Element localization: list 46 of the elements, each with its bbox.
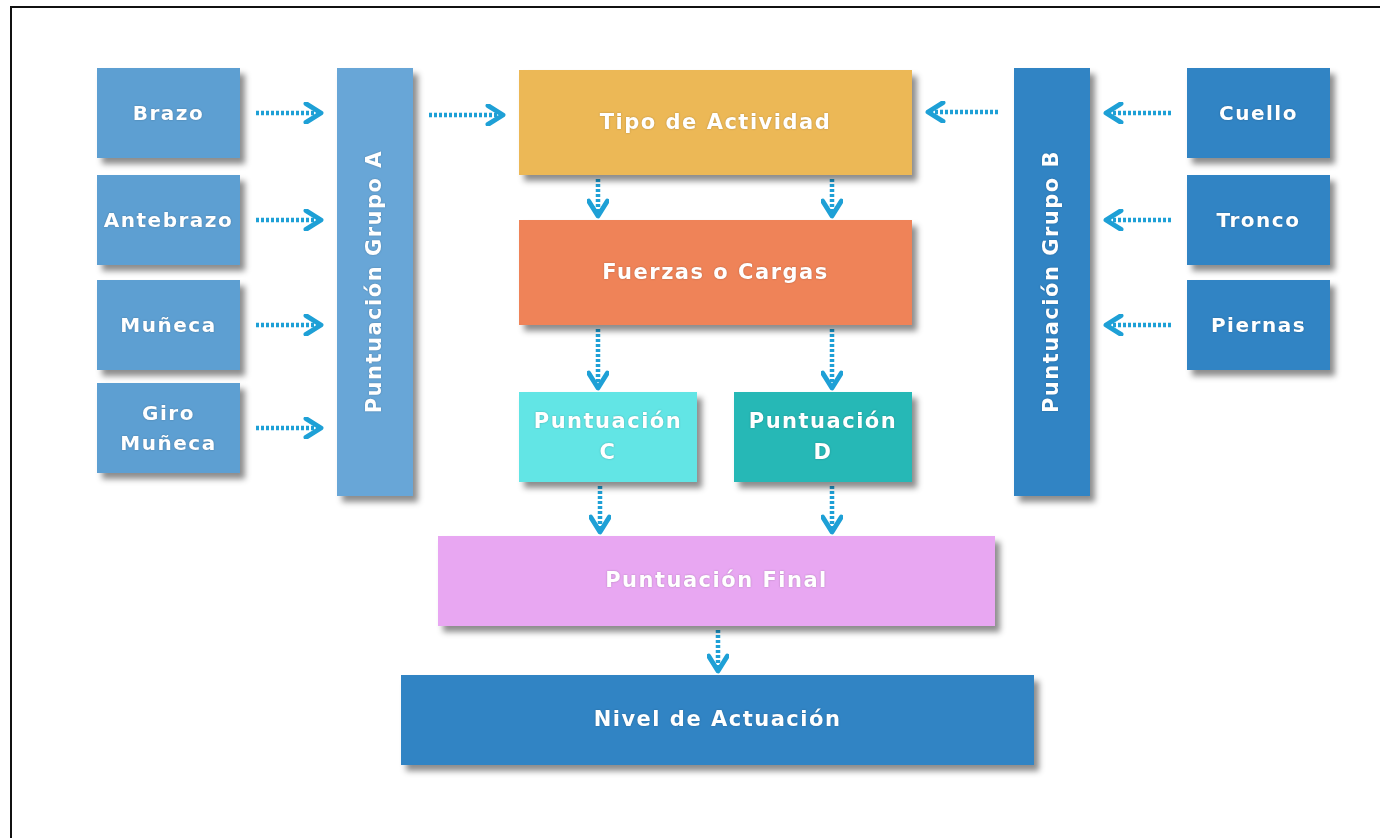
arrow xyxy=(1103,101,1171,125)
box-label: Brazo xyxy=(132,100,205,127)
arrow xyxy=(588,486,612,535)
process-box xyxy=(97,280,240,370)
process-box xyxy=(519,220,912,325)
arrow xyxy=(256,313,324,337)
box-label: Nivel de Actuación xyxy=(593,706,842,734)
process-box xyxy=(97,175,240,265)
box-label: Muñeca xyxy=(120,312,217,339)
process-box xyxy=(401,675,1034,765)
box-label: Tipo de Actividad xyxy=(599,108,832,136)
process-box xyxy=(438,536,995,626)
process-box xyxy=(734,392,912,482)
arrow xyxy=(256,101,324,125)
arrow xyxy=(820,486,844,535)
process-box xyxy=(1187,175,1330,265)
box-label: Giro Muñeca xyxy=(119,400,218,457)
process-box xyxy=(97,383,240,473)
process-box xyxy=(97,68,240,158)
arrow xyxy=(1103,313,1171,337)
arrow xyxy=(586,179,610,219)
arrow xyxy=(820,179,844,219)
arrow xyxy=(429,103,506,127)
box-label: Piernas xyxy=(1210,312,1307,339)
box-label: Cuello xyxy=(1219,100,1298,127)
arrow xyxy=(1103,208,1171,232)
process-box xyxy=(337,68,413,496)
process-box xyxy=(1014,68,1090,496)
arrow xyxy=(256,416,324,440)
box-label: Antebrazo xyxy=(103,207,234,234)
box-label: Puntuación Grupo A xyxy=(361,150,388,414)
box-label: Puntuación Final xyxy=(605,567,828,595)
arrow xyxy=(706,630,730,674)
arrow xyxy=(925,100,998,124)
arrow xyxy=(586,329,610,391)
box-label: Fuerzas o Cargas xyxy=(602,258,829,286)
arrow xyxy=(820,329,844,391)
process-box xyxy=(519,392,697,482)
process-box xyxy=(1187,68,1330,158)
arrow xyxy=(256,208,324,232)
box-label: Puntuación Grupo B xyxy=(1038,150,1065,414)
process-box xyxy=(519,70,912,175)
process-box xyxy=(1187,280,1330,370)
box-label: Puntuación D xyxy=(747,407,899,466)
box-label: Puntuación C xyxy=(532,407,684,466)
box-label: Tronco xyxy=(1216,207,1301,234)
